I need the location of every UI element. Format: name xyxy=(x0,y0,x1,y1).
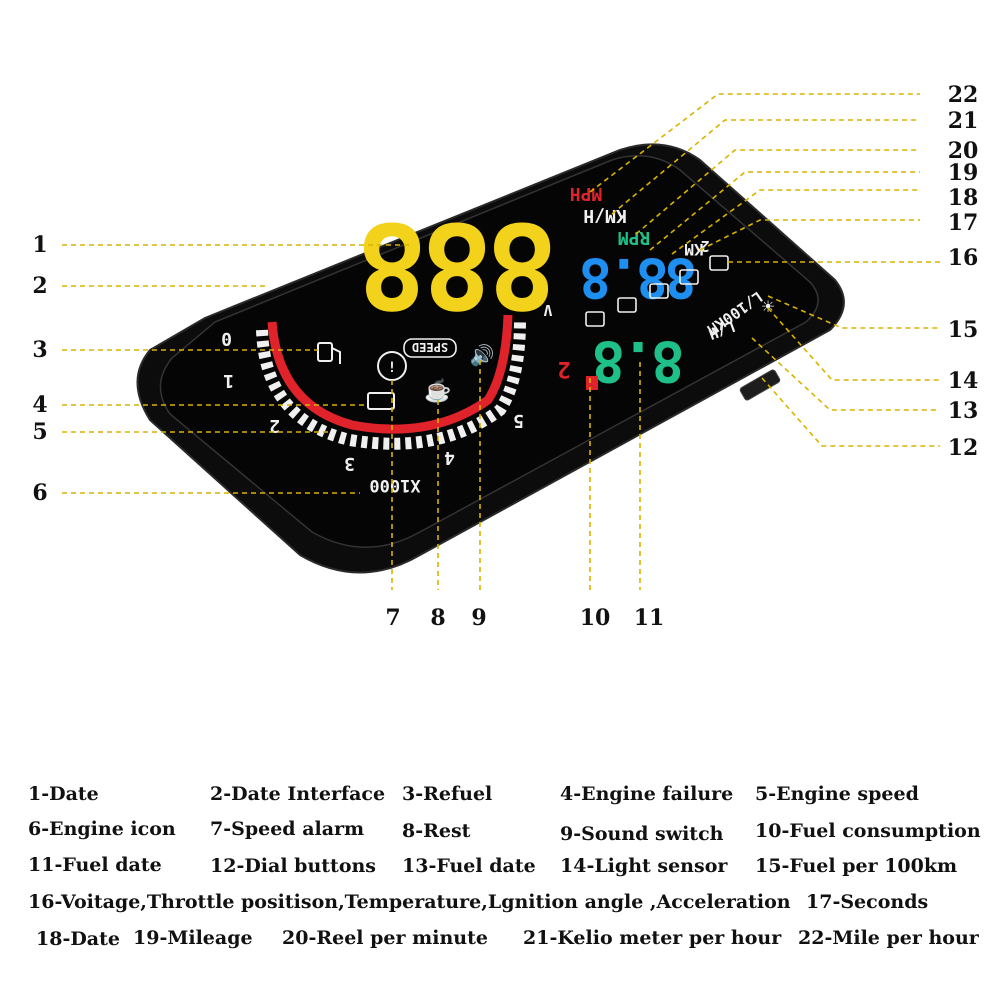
legend-item: 21-Kelio meter per hour xyxy=(523,927,782,949)
rpm-tick-0: 0 xyxy=(221,328,232,349)
callout-21: 21 xyxy=(948,108,979,134)
legend-item: 11-Fuel date xyxy=(28,854,162,876)
rpm-tick-5: 5 xyxy=(513,410,524,431)
legend-item: 4-Engine failure xyxy=(560,783,734,805)
engine-failure-icon xyxy=(367,392,395,410)
fuel-consumption-indicator xyxy=(586,376,598,390)
callout-17: 17 xyxy=(948,210,979,236)
blue-digits: 88.8 xyxy=(581,246,697,309)
callout-lines xyxy=(62,93,940,590)
legend-item: 7-Speed alarm xyxy=(210,818,365,840)
legend-item: 2-Date Interface xyxy=(210,783,386,805)
callout-3: 3 xyxy=(32,337,47,363)
callout-10: 10 xyxy=(580,605,611,631)
speed-digits: 888 xyxy=(362,196,557,334)
callout-15: 15 xyxy=(948,317,979,343)
leader-19 xyxy=(649,171,920,251)
callout-5: 5 xyxy=(32,419,47,445)
legend-item: 3-Refuel xyxy=(402,783,493,805)
unit-rpm: RPM xyxy=(618,227,651,248)
callout-numbers: 1 2 3 4 5 6 7 8 9 10 11 12 13 14 15 16 1… xyxy=(32,82,978,631)
rpm-tick-3: 3 xyxy=(344,453,355,474)
parameter-icons xyxy=(585,255,729,327)
device-bezel xyxy=(159,155,819,548)
rpm-arc-red xyxy=(267,314,513,434)
rpm-multiplier: X1000 xyxy=(369,475,420,495)
callout-7: 7 xyxy=(385,605,400,631)
refuel-pump xyxy=(317,342,333,362)
unit-km: KM xyxy=(684,240,703,259)
callout-19: 19 xyxy=(948,160,979,186)
unit-mph: MPH xyxy=(570,183,603,204)
callout-8: 8 xyxy=(430,605,445,631)
parameter-icon-5 xyxy=(709,255,729,271)
parameter-icon-2 xyxy=(617,297,637,313)
legend-item: 10-Fuel consumption xyxy=(755,820,981,842)
legend-item: 1-Date xyxy=(28,783,99,805)
speed-label: SPEED xyxy=(412,340,448,354)
rpm-tick-4: 4 xyxy=(444,447,455,468)
callout-11: 11 xyxy=(634,605,665,631)
parameter-icon-1 xyxy=(585,311,605,327)
legend-item: 19-Mileage xyxy=(133,927,253,949)
hud-device: 0 1 2 3 4 5 X1000 888 MPH KM/H RPM KM L/… xyxy=(136,143,845,574)
rpm-tick-2: 2 xyxy=(269,415,280,436)
rest-icon: ☕ xyxy=(424,377,451,404)
callout-14: 14 xyxy=(948,368,979,394)
dial-buttons[interactable] xyxy=(739,369,781,401)
parameter-icon-3 xyxy=(649,283,669,299)
legend-item: 12-Dial buttons xyxy=(210,855,376,877)
callout-2: 2 xyxy=(32,273,47,299)
legend-item: 9-Sound switch xyxy=(560,823,724,845)
callout-6: 6 xyxy=(32,480,47,506)
legend-item: 15-Fuel per 100km xyxy=(755,855,958,877)
refuel-icon xyxy=(317,342,341,364)
unit-kmh: KM/H xyxy=(583,205,626,226)
legend-item: 22-Mile per hour xyxy=(798,927,979,949)
leader-21 xyxy=(611,119,920,215)
rpm-arc-white xyxy=(256,319,526,450)
callout-4: 4 xyxy=(32,392,47,418)
legend-item: 13-Fuel date xyxy=(402,855,536,877)
speed-alarm-badge xyxy=(403,338,457,358)
engine-block xyxy=(367,392,395,410)
callout-18: 18 xyxy=(948,185,979,211)
legend-item: 8-Rest xyxy=(402,820,471,842)
parameter-icon-4 xyxy=(679,269,699,285)
callout-13: 13 xyxy=(948,398,979,424)
rpm-tick-1: 1 xyxy=(223,370,234,391)
leader-17 xyxy=(699,219,920,251)
legend-item: 16-Voitage,Throttle positison,Temperatur… xyxy=(28,891,791,913)
legend-item: 17-Seconds xyxy=(806,891,929,913)
leader-20 xyxy=(635,149,920,235)
callout-16: 16 xyxy=(948,245,979,271)
callout-9: 9 xyxy=(471,605,486,631)
legend-item: 18-Date xyxy=(36,928,120,950)
speed-alarm-exclamation: ! xyxy=(388,360,396,376)
small-v: V xyxy=(543,301,552,319)
leader-12 xyxy=(761,377,940,447)
callout-12: 12 xyxy=(948,435,979,461)
legend-item: 5-Engine speed xyxy=(755,783,919,805)
legend-item: 6-Engine icon xyxy=(28,818,176,840)
callout-22: 22 xyxy=(948,82,979,108)
leader-18 xyxy=(671,189,920,255)
callout-1: 1 xyxy=(32,232,47,258)
light-sensor-icon: ☀ xyxy=(761,297,775,316)
callout-20: 20 xyxy=(948,138,979,164)
sound-switch-icon: 🔊 xyxy=(470,343,495,367)
refuel-hose xyxy=(331,347,341,364)
leader-15 xyxy=(767,295,940,329)
legend-item: 14-Light sensor xyxy=(560,855,728,877)
small-2: 2 xyxy=(700,237,709,255)
gear-indicator: 2 xyxy=(557,356,570,381)
legend-item: 20-Reel per minute xyxy=(282,927,488,949)
